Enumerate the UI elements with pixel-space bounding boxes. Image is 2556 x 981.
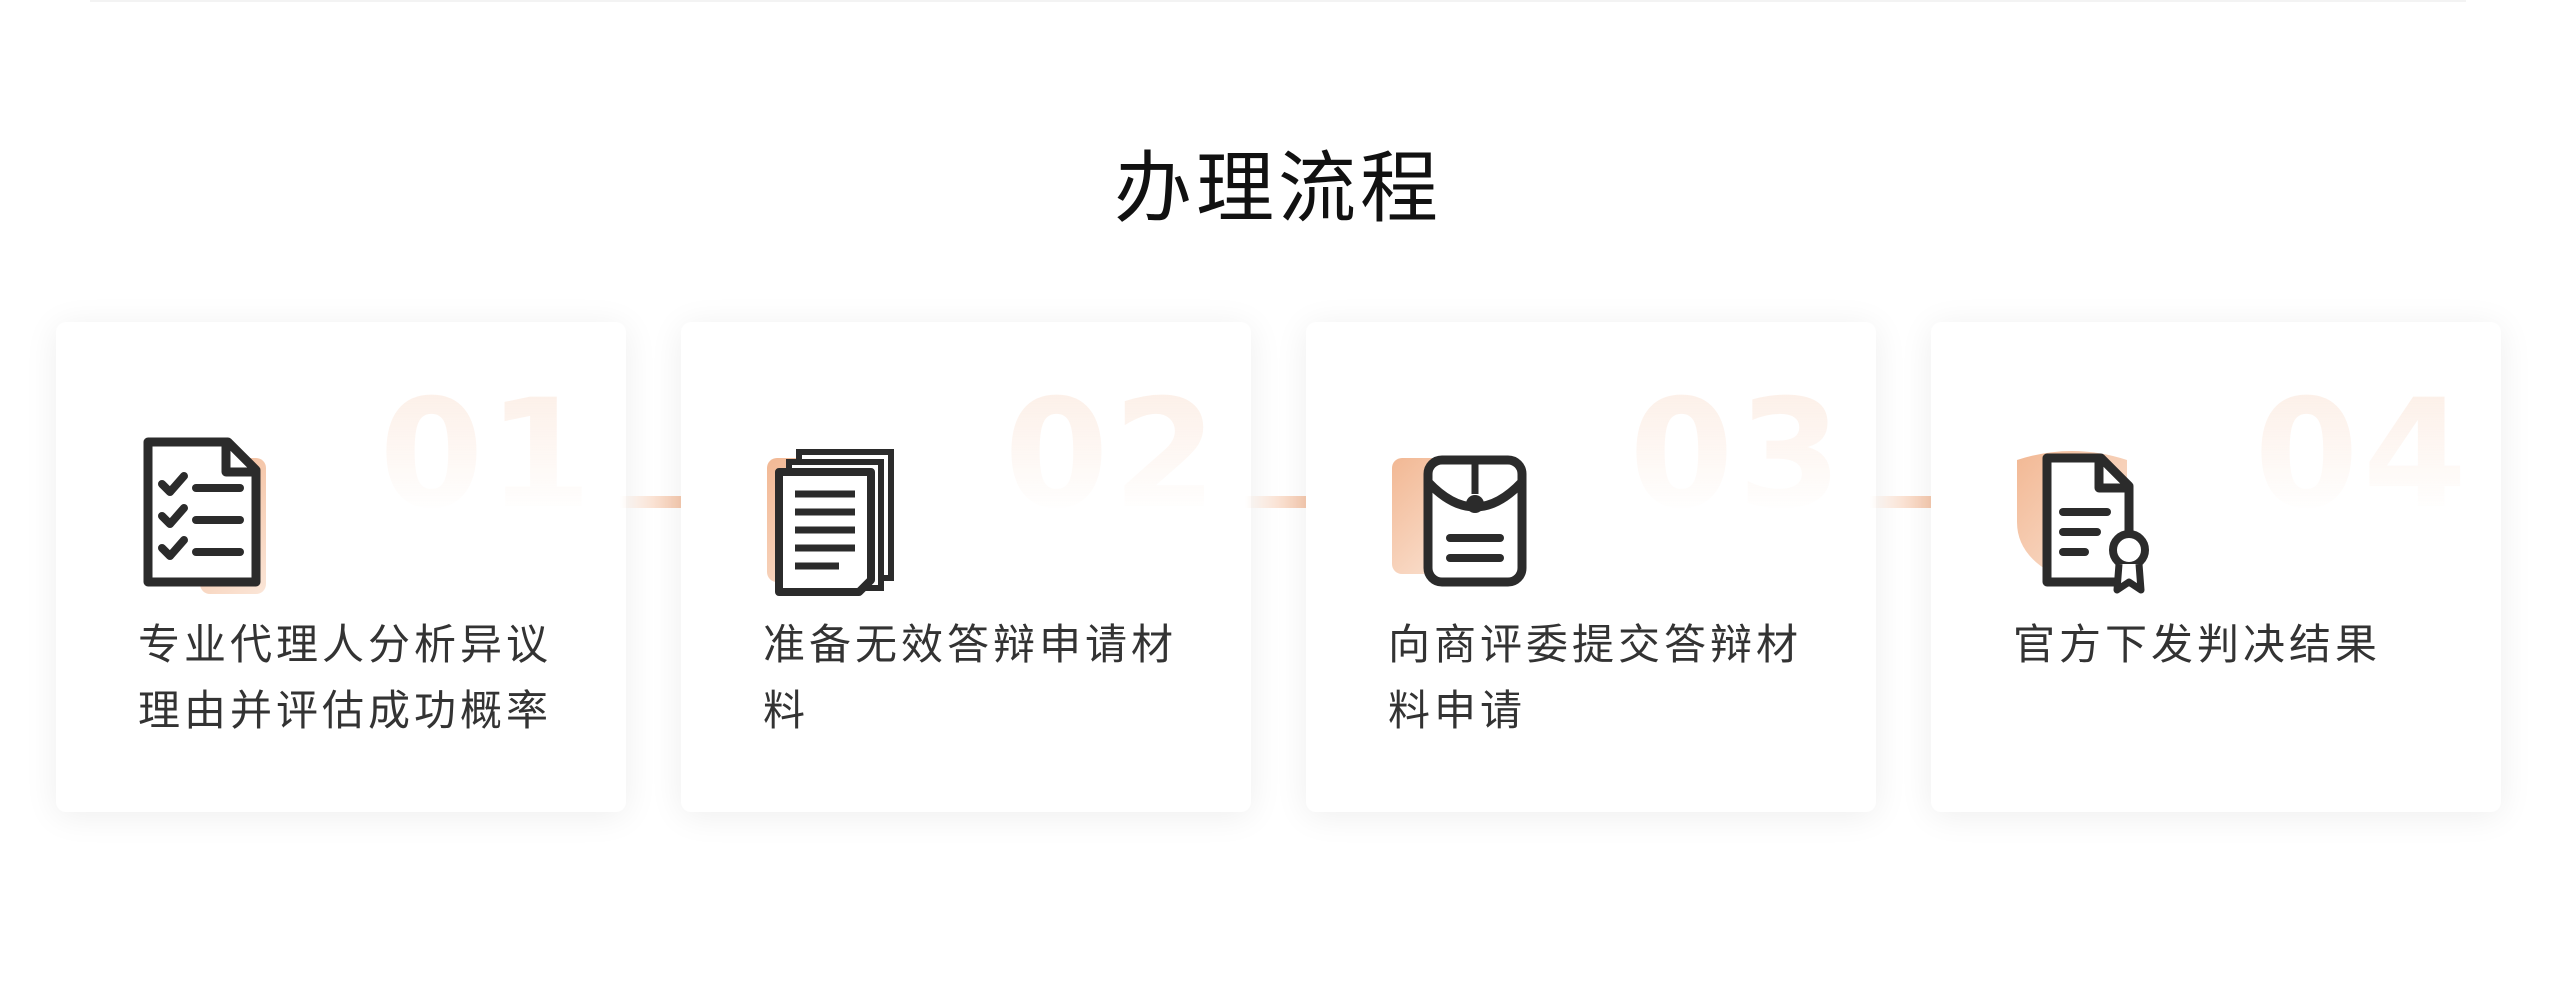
process-step-card-4: 04 官方下发判决结果 bbox=[1931, 322, 2501, 812]
step-description: 官方下发判决结果 bbox=[2013, 620, 2382, 669]
certificate-document-icon bbox=[2017, 432, 2167, 594]
step-number: 02 bbox=[1004, 368, 1221, 542]
process-step-card-3: 03 向商评委提交答辩材料申请 bbox=[1306, 322, 1876, 812]
step-description: 专业代理人分析异议理由并评估成功概率 bbox=[138, 620, 553, 735]
stacked-documents-icon bbox=[763, 432, 913, 596]
step-description: 准备无效答辩申请材料 bbox=[763, 620, 1178, 735]
process-step-card-1: 01 专业代理人分析异议理由并评估成功概率 bbox=[56, 322, 626, 812]
sealed-envelope-icon bbox=[1388, 432, 1538, 587]
step-number: 01 bbox=[379, 368, 596, 542]
step-number: 04 bbox=[2254, 368, 2471, 542]
process-step-card-2: 02 准备无效答辩申请材料 bbox=[681, 322, 1251, 812]
step-number: 03 bbox=[1629, 368, 1846, 542]
page-title: 办理流程 bbox=[1113, 144, 1442, 234]
step-description: 向商评委提交答辩材料申请 bbox=[1388, 620, 1803, 735]
top-divider bbox=[90, 0, 2466, 2]
checklist-document-icon bbox=[138, 432, 288, 594]
